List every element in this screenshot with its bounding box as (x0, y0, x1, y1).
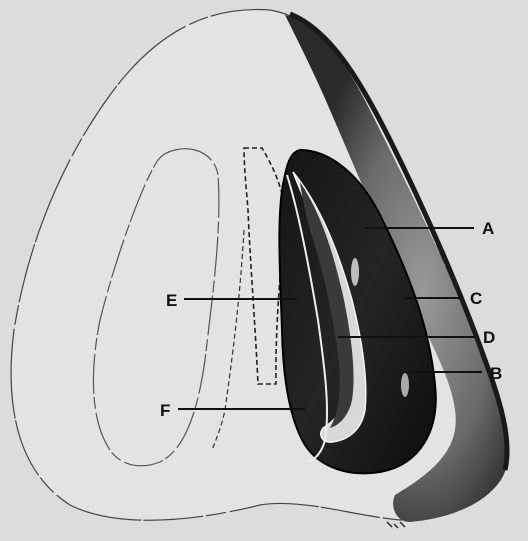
cavity-spot-lower (401, 373, 409, 397)
label-e: E (166, 291, 177, 310)
label-b: B (490, 364, 502, 383)
label-c: C (470, 289, 482, 308)
label-f: F (160, 401, 170, 420)
label-a: A (482, 219, 494, 238)
cavity-spot-upper (351, 258, 359, 286)
label-d: D (483, 328, 495, 347)
